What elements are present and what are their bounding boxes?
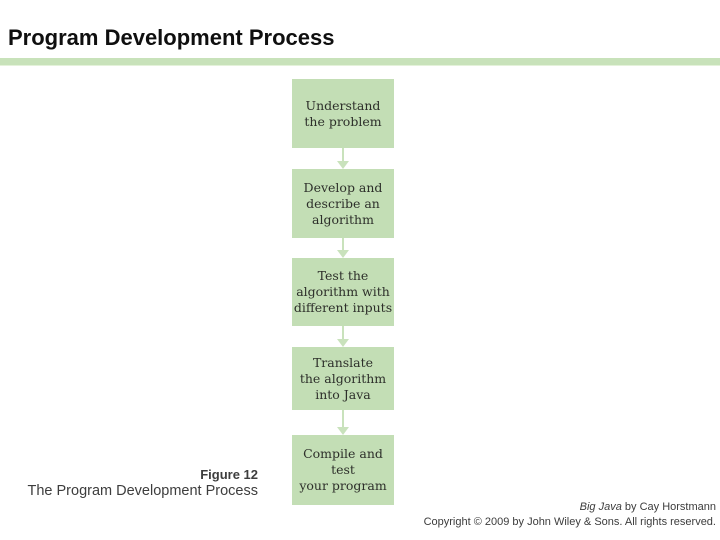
book-author: by Cay Horstmann [621, 501, 716, 513]
down-arrow-icon [292, 148, 394, 169]
page-title: Program Development Process [8, 25, 335, 50]
figure-title: The Program Development Process [27, 483, 259, 499]
arrow-head [337, 250, 349, 258]
copyright-footer: Big Java by Cay Horstmann Copyright © 20… [424, 500, 716, 530]
copyright-line: Copyright © 2009 by John Wiley & Sons. A… [423, 516, 716, 528]
flow-step-compile-test: Compile and test your program [292, 435, 394, 505]
book-attribution-line: Big Java by Cay Horstmann [424, 500, 716, 515]
arrow-stem [342, 148, 344, 161]
arrow-stem [342, 238, 344, 250]
flow-step-test-algorithm: Test the algorithm with different inputs [292, 258, 394, 326]
flow-step-understand-problem: Understand the problem [292, 79, 394, 148]
arrow-head [337, 427, 349, 435]
arrow-stem [342, 410, 344, 427]
arrow-head [337, 161, 349, 169]
down-arrow-icon [292, 238, 394, 258]
arrow-stem [342, 326, 344, 339]
arrow-head [337, 339, 349, 347]
down-arrow-icon [292, 326, 394, 347]
book-title: Big Java [579, 501, 622, 513]
down-arrow-icon [292, 410, 394, 435]
flow-step-translate-java: Translate the algorithm into Java [292, 347, 394, 410]
figure-label: Figure 12 [200, 467, 258, 482]
title-underline [0, 58, 720, 66]
figure-caption: Figure 12 The Program Development Proces… [0, 467, 259, 500]
flow-step-develop-algorithm: Develop and describe an algorithm [292, 169, 394, 238]
